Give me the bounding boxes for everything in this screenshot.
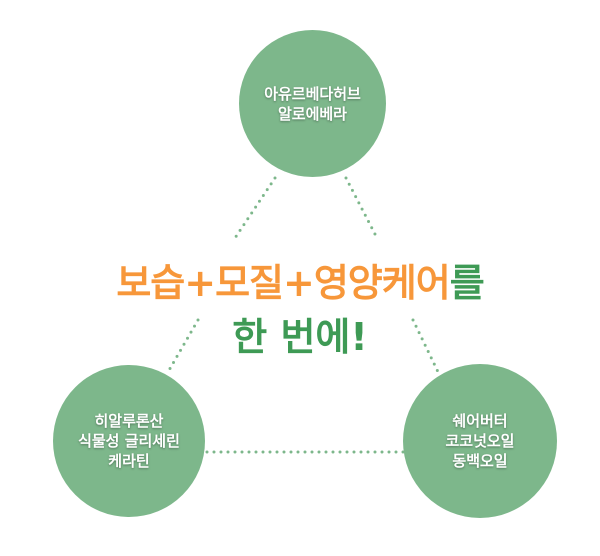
circle-top: 아유르베다허브 알로에베라 xyxy=(239,30,386,177)
circle-top-line: 아유르베다허브 xyxy=(264,84,361,103)
circle-right-line: 쉐어버터 xyxy=(452,412,508,430)
circle-left-line: 식물성 글리세린 xyxy=(78,432,180,450)
headline-line2: 한 번에! xyxy=(232,315,368,359)
circle-right: 쉐어버터 코코넛오일 동백오일 xyxy=(403,364,557,518)
headline-line1: 보습+모질+영양케어를 xyxy=(0,252,600,307)
connector-mid-left xyxy=(166,318,200,374)
headline-orange: 보습+모질+영양케어 xyxy=(116,261,450,305)
circle-right-line: 코코넛오일 xyxy=(445,432,515,450)
circle-left-line: 히알루론산 xyxy=(94,412,164,430)
circle-top-line: 알로에베라 xyxy=(277,104,347,123)
circle-left-line: 케라틴 xyxy=(108,452,150,470)
connector-top-right xyxy=(344,176,378,238)
circle-left: 히알루론산 식물성 글리세린 케라틴 xyxy=(53,365,205,517)
connector-top-left xyxy=(233,176,277,240)
circle-right-line: 동백오일 xyxy=(452,452,508,470)
headline-green: 를 xyxy=(449,261,485,305)
